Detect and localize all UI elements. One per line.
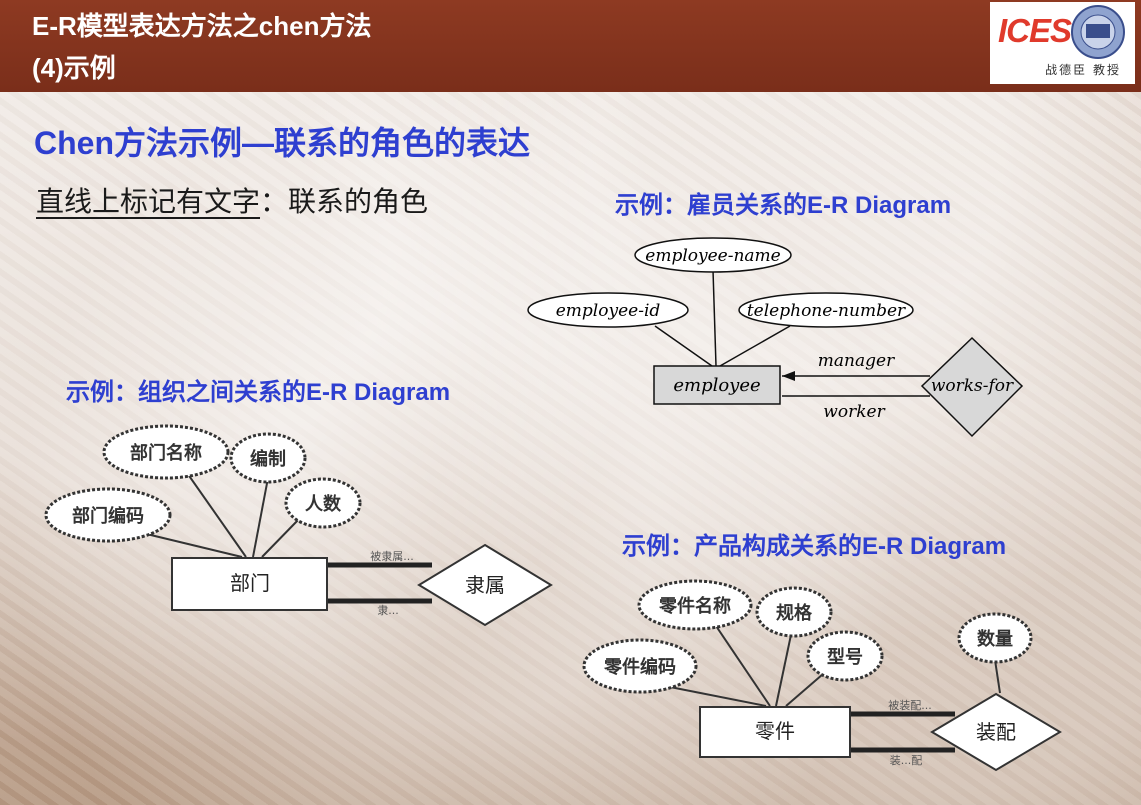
attr-label: 规格 xyxy=(776,602,813,624)
product-diagram: 零件名称 规格 零件编码 型号 数量 零件 装配 被装配... 装...配 xyxy=(582,579,1062,772)
attr-label: 数量 xyxy=(977,628,1013,650)
org-diagram: 部门名称 编制 部门编码 人数 部门 隶属 被隶属... 隶... xyxy=(44,424,553,627)
attr-label: 零件名称 xyxy=(658,595,731,617)
attribute-dept-headcount: 人数 xyxy=(284,477,362,529)
role-label: 装...配 xyxy=(890,754,923,767)
attr-label: 零件编码 xyxy=(603,656,676,678)
attribute-part-name: 零件名称 xyxy=(637,579,753,631)
employee-diagram: employee-name employee-id telephone-numb… xyxy=(527,237,1024,438)
relationship-label: works-for xyxy=(931,376,1014,396)
role-label: 被隶属... xyxy=(370,549,414,563)
attribute-part-model: 型号 xyxy=(806,630,884,682)
relationship-label: 隶属 xyxy=(465,573,505,597)
slide-subtitle: (4)示例 xyxy=(32,53,116,83)
caption-org: 示例：组织之间关系的E-R Diagram xyxy=(66,379,451,406)
attr-label: telephone-number xyxy=(747,301,906,321)
ices-logo: ICES 战德臣 教授 xyxy=(990,2,1135,84)
entity-label: 部门 xyxy=(230,571,270,595)
attribute-employee-id: employee-id xyxy=(527,292,689,328)
slide-header: E-R模型表达方法之chen方法 (4)示例 ICES 战德臣 教授 xyxy=(0,0,1141,92)
attribute-employee-name: employee-name xyxy=(634,237,792,273)
attribute-telephone-number: telephone-number xyxy=(738,292,914,328)
subtitle-line: 直线上标记有文字：联系的角色 xyxy=(36,180,428,220)
attribute-dept-staffing: 编制 xyxy=(229,432,307,484)
relationship-works-for: works-for xyxy=(920,336,1024,438)
subtitle-underlined: 直线上标记有文字 xyxy=(36,185,261,218)
attribute-quantity: 数量 xyxy=(957,612,1033,664)
caption-employee: 示例：雇员关系的E-R Diagram xyxy=(615,192,952,219)
attr-label: employee-id xyxy=(556,301,661,321)
attribute-part-code: 零件编码 xyxy=(582,638,698,694)
attribute-part-spec: 规格 xyxy=(755,586,833,638)
relationship-label: 装配 xyxy=(976,720,1016,744)
attr-label: 部门名称 xyxy=(130,442,202,464)
role-label: 隶... xyxy=(377,603,399,617)
role-manager: manager xyxy=(818,351,895,371)
main-heading: Chen方法示例—联系的角色的表达 xyxy=(34,125,531,161)
logo-text: ICES xyxy=(998,12,1072,49)
entity-label: 零件 xyxy=(755,719,795,743)
relationship-subordinate: 隶属 xyxy=(417,543,553,627)
relationship-assembly: 装配 xyxy=(930,692,1062,772)
attr-label: 编制 xyxy=(250,448,286,470)
attribute-dept-name: 部门名称 xyxy=(102,424,230,480)
caption-product: 示例：产品构成关系的E-R Diagram xyxy=(622,533,1007,560)
entity-dept: 部门 xyxy=(171,557,328,611)
entity-part: 零件 xyxy=(699,706,851,758)
subtitle-rest: ：联系的角色 xyxy=(260,185,429,218)
attr-label: 型号 xyxy=(827,646,863,668)
logo-caption: 战德臣 教授 xyxy=(1045,63,1121,77)
slide-title: E-R模型表达方法之chen方法 xyxy=(32,11,372,41)
logo-emblem-icon xyxy=(1071,5,1125,59)
entity-employee: employee xyxy=(653,365,781,405)
attr-label: employee-name xyxy=(645,246,780,266)
role-label: 被装配... xyxy=(888,699,932,712)
attribute-dept-code: 部门编码 xyxy=(44,487,172,543)
attr-label: 部门编码 xyxy=(72,505,144,527)
attr-label: 人数 xyxy=(305,493,342,515)
role-worker: worker xyxy=(823,402,885,422)
entity-label: employee xyxy=(673,375,760,396)
